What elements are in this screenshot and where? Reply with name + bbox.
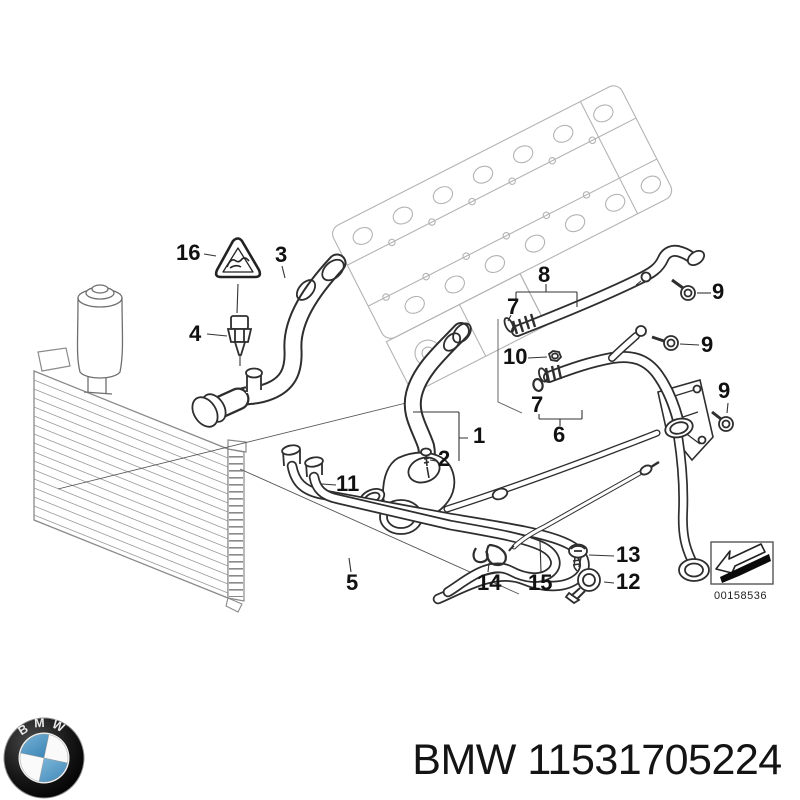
radiator-sketch <box>33 347 247 613</box>
water-pipe-6 <box>532 325 710 582</box>
hose-clamp-12 <box>564 568 601 605</box>
part-callout-5: 5 <box>346 570 358 595</box>
warning-triangle-icon <box>214 237 262 279</box>
part-callout-9: 9 <box>712 279 724 304</box>
direction-arrow-icon <box>710 541 774 585</box>
part-callout-15: 15 <box>528 570 552 595</box>
part-callout-3: 3 <box>275 242 287 267</box>
vent-pipe-15 <box>508 460 660 552</box>
part-callout-7: 7 <box>531 392 543 417</box>
part-callout-10: 10 <box>503 344 527 369</box>
part-callout-9: 9 <box>701 332 713 357</box>
upper-radiator-hose-3 <box>191 253 347 428</box>
part-callout-9: 9 <box>718 378 730 403</box>
expansion-tank-sketch <box>76 284 124 395</box>
part-callout-4: 4 <box>189 321 202 346</box>
part-callout-12: 12 <box>616 569 640 594</box>
engine-sketch <box>332 85 673 395</box>
part-callout-1: 1 <box>473 423 485 448</box>
screw-13 <box>568 543 588 572</box>
part-callout-7: 7 <box>507 294 519 319</box>
temperature-sensor-4 <box>226 283 253 366</box>
water-pipe-8 <box>503 244 706 337</box>
part-number-text: BMW 11531705224 <box>412 736 782 784</box>
spring-clip-14 <box>472 543 507 567</box>
bolt-9a <box>671 278 696 301</box>
part-callout-11: 11 <box>336 471 359 496</box>
leader-lines <box>203 253 729 584</box>
image-code: 00158536 <box>714 590 767 602</box>
part-callout-2: 2 <box>438 446 450 471</box>
part-callout-6: 6 <box>553 422 565 447</box>
part-callout-16: 16 <box>176 240 200 265</box>
clamp-nut-10 <box>547 350 563 362</box>
bolt-9b <box>651 335 679 351</box>
part-callout-8: 8 <box>538 262 550 287</box>
part-callout-14: 14 <box>477 570 502 595</box>
o-ring <box>532 377 544 393</box>
part-callout-13: 13 <box>616 542 640 567</box>
coolant-metal-pipe <box>443 429 661 513</box>
vent-screw-2 <box>420 447 432 479</box>
bolt-9c <box>711 410 734 432</box>
bmw-roundel-logo: BMW <box>2 716 86 800</box>
